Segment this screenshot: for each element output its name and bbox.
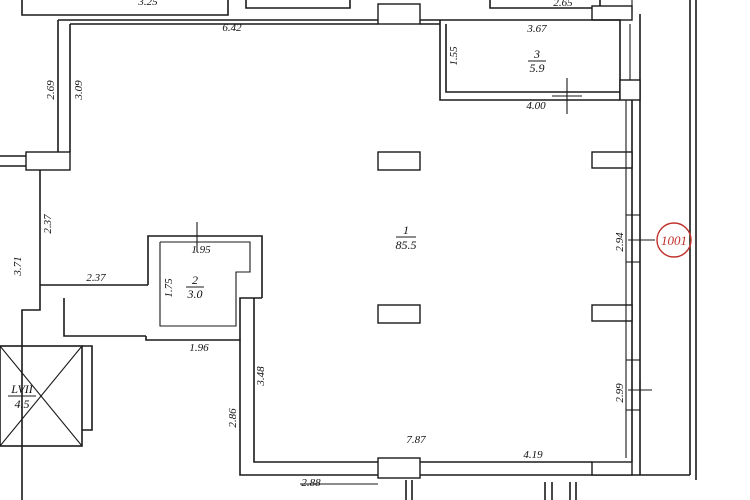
dim-right-lower: 2.99 [614, 383, 626, 403]
plan-id: 1001 [661, 233, 687, 248]
room-2-area: 3.0 [187, 287, 203, 301]
column-upper [377, 151, 421, 171]
room-3-number: 3 [533, 47, 540, 61]
dim-room2-top: 1.95 [191, 244, 211, 256]
plan-id-stamp: 1001 [656, 222, 692, 258]
dim-room3-side: 1.55 [448, 46, 460, 66]
dim-lower-horizontal: 1.96 [189, 342, 209, 354]
room-2-label: 2 3.0 [186, 273, 204, 301]
dim-room3-bottom: 4.00 [526, 100, 546, 112]
dim-bottom-right: 4.19 [523, 449, 543, 461]
dim-left-lower: 2.37 [42, 214, 54, 234]
dim-left-inner: 3.09 [73, 80, 85, 101]
room-2-number: 2 [192, 273, 198, 287]
stair-number: LVII [10, 382, 34, 396]
dim-lower-left-vertical: 2.86 [227, 408, 239, 428]
dim-right-upper: 2.94 [614, 232, 626, 252]
column-lower [377, 304, 421, 324]
dim-lower-vertical: 3.48 [255, 366, 267, 387]
dim-room2-side: 1.75 [163, 278, 175, 298]
room-3-area: 5.9 [530, 61, 545, 75]
dim-step-horizontal: 2.37 [86, 272, 106, 284]
dim-top-left-partial: 3.25 [137, 0, 158, 8]
top-wall-fragments [21, 0, 633, 25]
dim-bottom-main: 7.87 [406, 434, 426, 446]
dimension-ticks [196, 78, 655, 400]
dim-room3-top: 3.67 [526, 23, 547, 35]
room-3-walls [439, 19, 641, 101]
bottom-wall-fragments [300, 480, 577, 500]
stair-label: LVII 4.5 [8, 382, 36, 411]
stair-lvii [0, 345, 93, 447]
dim-bottom-left: 2.88 [301, 477, 321, 489]
room-1-label: 1 85.5 [396, 223, 417, 252]
dim-top-right-partial: 2.65 [553, 0, 573, 9]
stair-area: 4.5 [15, 397, 30, 411]
room-1-area: 85.5 [396, 238, 417, 252]
dim-left-far: 3.71 [12, 256, 24, 276]
room-1-number: 1 [403, 223, 409, 237]
room-1-walls [0, 0, 697, 500]
room-3-label: 3 5.9 [528, 47, 546, 75]
dim-top-main: 6.42 [222, 22, 242, 34]
dimension-labels: 3.25 2.65 6.42 3.67 1.55 4.00 2.69 3.09 … [12, 0, 626, 489]
dim-left-outer: 2.69 [45, 80, 57, 100]
